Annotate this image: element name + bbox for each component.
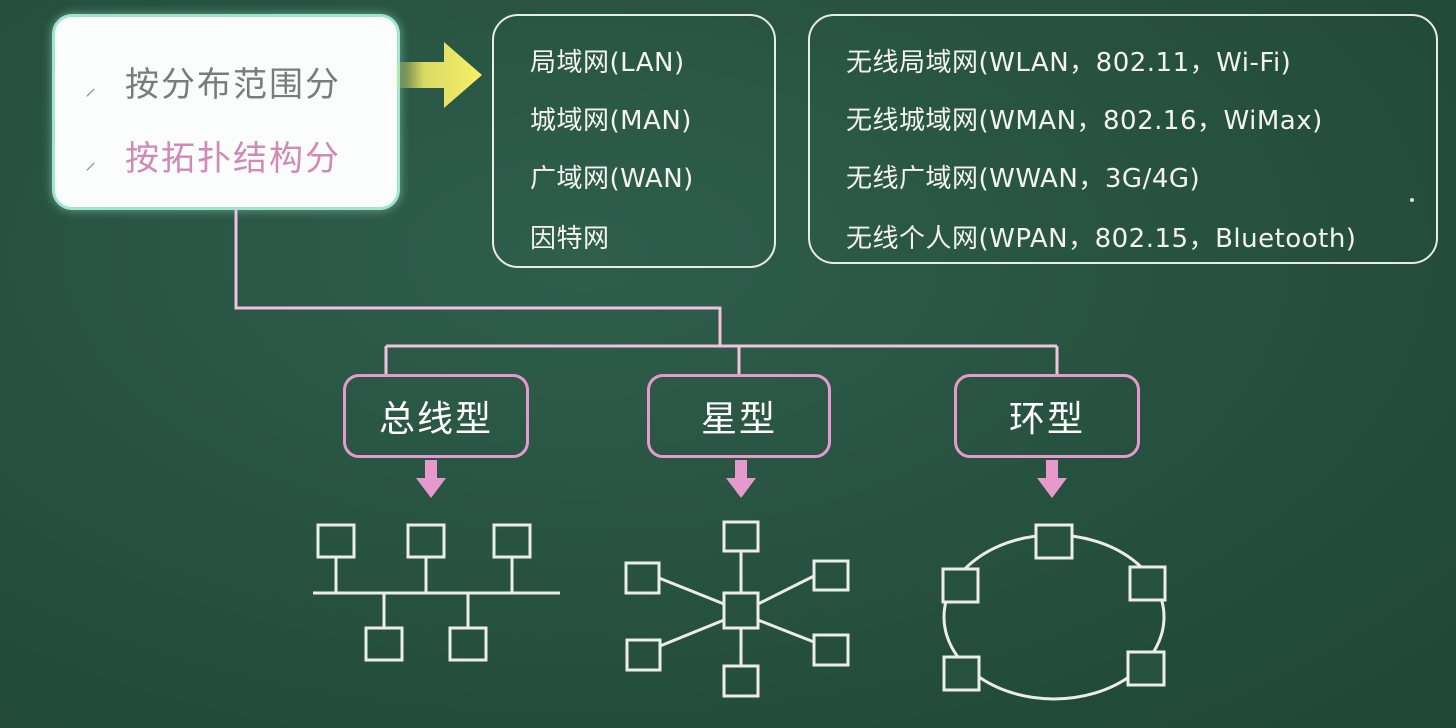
arrow-right-icon: [392, 42, 482, 108]
chalk-dot: [1410, 198, 1414, 202]
range-types-box: 局域网(LAN) 城域网(MAN) 广域网(WAN) 因特网: [492, 14, 776, 268]
bus-topology: [313, 523, 560, 662]
ring-node: [1034, 523, 1074, 560]
ring-node: [941, 567, 980, 604]
wireless-type-wman: 无线城域网(WMAN，802.16，WiMax): [846, 106, 1323, 136]
range-type-man: 城域网(MAN): [530, 106, 692, 136]
down-arrow-ring: [1037, 460, 1067, 498]
star-node: [812, 559, 850, 592]
down-arrow-bus: [416, 460, 446, 498]
range-type-wan: 广域网(WAN): [530, 164, 694, 194]
classification-label: 按拓扑结构分: [125, 139, 341, 179]
star-node: [722, 520, 760, 553]
range-type-internet: 因特网: [530, 224, 610, 254]
bus-node: [364, 626, 404, 662]
range-type-lan: 局域网(LAN): [530, 48, 685, 78]
wireless-type-wlan: 无线局域网(WLAN，802.11，Wi-Fi): [846, 48, 1292, 78]
tree-connector: [234, 196, 1059, 376]
down-arrow-star: [726, 460, 756, 498]
wireless-types-box: 无线局域网(WLAN，802.11，Wi-Fi) 无线城域网(WMAN，802.…: [808, 14, 1438, 264]
topology-label-ring: 环型: [954, 374, 1140, 458]
bullet-icon: ⸝: [85, 75, 99, 101]
ring-node: [1126, 650, 1166, 687]
star-topology: [624, 520, 850, 698]
star-node: [812, 633, 850, 667]
bus-node: [448, 626, 488, 662]
classification-item-range: ⸝ 按分布范围分: [85, 57, 341, 106]
bus-node: [316, 523, 356, 559]
ring-topology: [941, 523, 1167, 701]
bullet-icon: ⸝: [85, 149, 99, 175]
classification-item-topology: ⸝ 按拓扑结构分: [85, 131, 341, 180]
bus-node: [406, 523, 446, 559]
classification-label: 按分布范围分: [125, 65, 341, 105]
star-node: [625, 638, 662, 672]
ring-node: [1128, 565, 1167, 602]
wireless-type-wpan: 无线个人网(WPAN，802.15，Bluetooth): [846, 224, 1357, 254]
ring-node: [942, 655, 981, 692]
topology-label-star: 星型: [647, 374, 831, 458]
star-node: [722, 664, 760, 698]
bus-node: [492, 523, 532, 559]
star-node: [624, 561, 661, 595]
wireless-type-wwan: 无线广域网(WWAN，3G/4G): [846, 164, 1201, 194]
classification-box: ⸝ 按分布范围分 ⸝ 按拓扑结构分: [52, 14, 400, 210]
topology-label-bus: 总线型: [343, 374, 529, 458]
star-hub: [722, 591, 760, 630]
